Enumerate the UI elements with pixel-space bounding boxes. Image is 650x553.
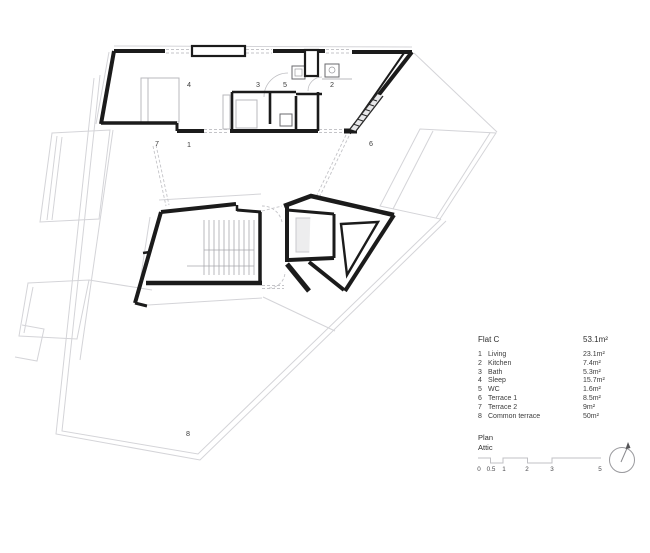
sanitary-fixtures — [279, 63, 340, 127]
legend-header: Flat C 53.1m² — [478, 335, 638, 344]
flat-title: Flat C — [478, 335, 500, 344]
north-arrow-tip — [625, 442, 631, 449]
north-indicator — [609, 442, 635, 473]
legend-row: 3 Bath 5.3m² — [478, 368, 601, 376]
room-number-labels: 1 2 3 4 5 6 7 8 — [155, 80, 373, 438]
scale-label-05: 0.5 — [487, 466, 496, 473]
scale-bar: 0 0.5 1 2 3 5 — [477, 457, 602, 473]
staircase-treads — [187, 220, 255, 275]
flat-total-area: 53.1m² — [583, 335, 608, 344]
label-room-7: 7 — [155, 139, 159, 148]
area-legend: Flat C 53.1m² 1 Living 23.1m² 2 Kitchen … — [478, 335, 638, 421]
attic-angular-structure — [283, 193, 396, 293]
label-room-5: 5 — [283, 80, 287, 89]
bed — [140, 77, 180, 123]
shower-tray — [235, 99, 258, 129]
legend-row: 7 Terrace 2 9m² — [478, 403, 596, 411]
wardrobe — [222, 94, 231, 130]
scale-label-3: 3 — [550, 466, 554, 473]
site-outline — [14, 45, 498, 461]
scale-label-2: 2 — [525, 466, 529, 473]
sheet-title-line2: Attic — [478, 442, 493, 452]
label-room-6: 6 — [369, 139, 373, 148]
attic-core-walls — [133, 202, 262, 308]
legend-row: 1 Living 23.1m² — [478, 351, 605, 358]
terrace-stair-strip — [349, 93, 384, 132]
dashed-projection-lines — [152, 49, 351, 289]
legend-row: 6 Terrace 1 8.5m² — [478, 394, 601, 402]
north-circle — [609, 447, 635, 473]
legend-row: 4 Sleep 15.7m² — [478, 377, 605, 385]
legend-row: 5 WC 1.6m² — [478, 386, 601, 394]
label-room-3: 3 — [256, 80, 260, 89]
toilet — [279, 113, 293, 127]
label-room-2: 2 — [330, 80, 334, 89]
scale-label-1: 1 — [502, 466, 506, 473]
label-room-4: 4 — [187, 80, 191, 89]
legend-row: 8 Common terrace 50m² — [478, 412, 599, 420]
sheet-title: Plan Attic — [478, 433, 493, 452]
label-room-1: 1 — [187, 140, 191, 149]
scale-label-0: 0 — [477, 466, 481, 473]
upper-flat-walls — [99, 44, 414, 135]
label-room-8: 8 — [186, 429, 190, 438]
sink-kitchen — [324, 63, 340, 78]
legend-row: 2 Kitchen 7.4m² — [478, 359, 601, 367]
sheet-title-line1: Plan — [478, 433, 494, 442]
scale-label-5: 5 — [598, 466, 602, 473]
